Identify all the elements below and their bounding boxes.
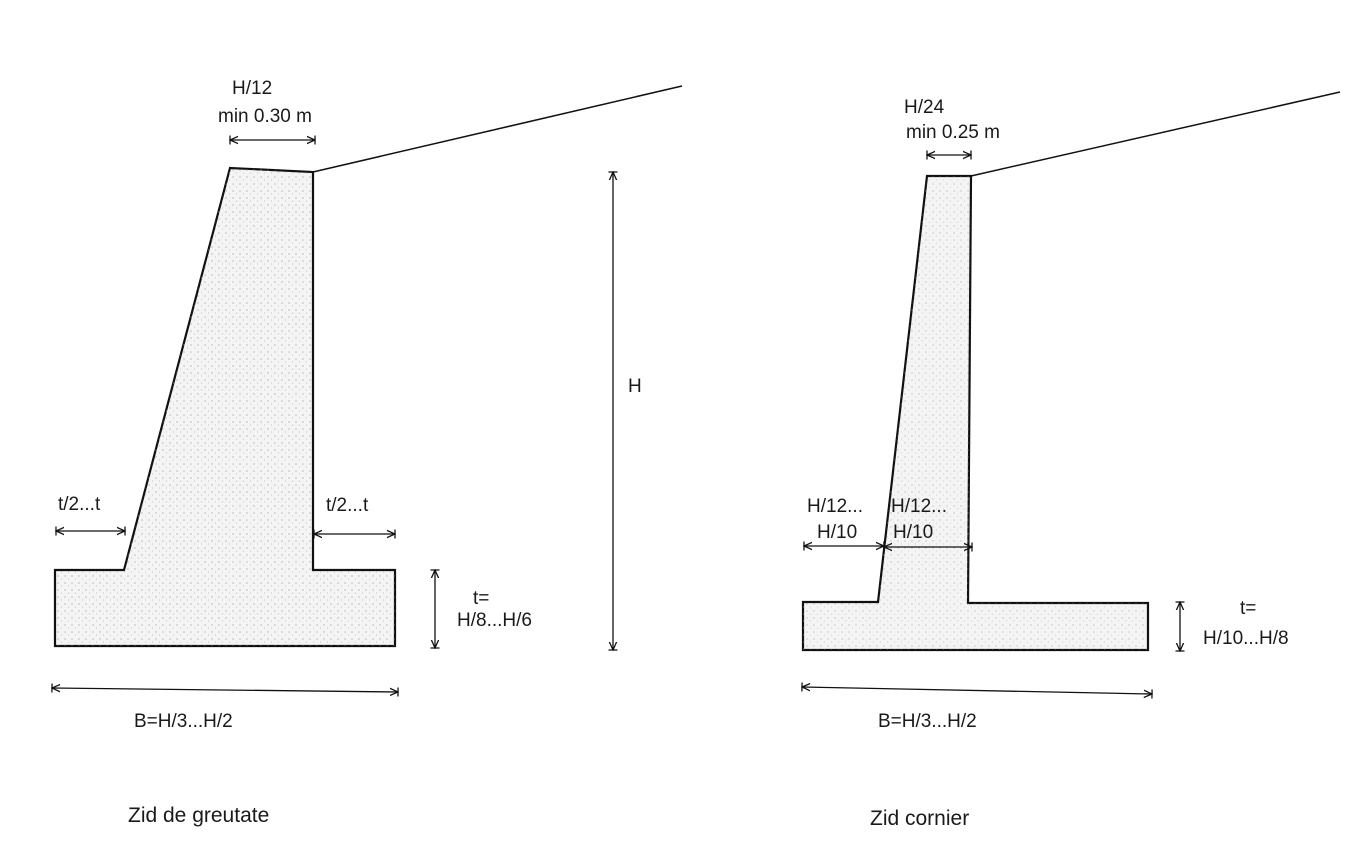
cantilever-top-width-min-label: min 0.25 m	[906, 122, 1000, 143]
cantilever-wall-concrete-texture	[803, 176, 1148, 650]
cantilever-wall-caption: Zid cornier	[870, 807, 969, 830]
cantilever-base-thickness-label-2: H/10...H/8	[1203, 628, 1289, 649]
cantilever-base-width-dimension	[802, 687, 1152, 694]
gravity-base-thickness-label-1: t=	[473, 588, 489, 609]
gravity-base-width-label: B=H/3...H/2	[134, 711, 233, 732]
cantilever-stem-label-2: H/10	[893, 522, 933, 543]
gravity-wall-concrete-texture	[55, 168, 395, 646]
gravity-backfill-slope	[312, 85, 683, 173]
cantilever-backfill-slope	[970, 91, 1341, 177]
gravity-wall: H/12 min 0.30 m H t/2...t t/2...t t= H/8…	[52, 78, 683, 827]
cantilever-top-width-label: H/24	[904, 97, 945, 118]
cantilever-base-thickness-label-1: t=	[1240, 598, 1256, 619]
gravity-wall-caption: Zid de greutate	[128, 804, 269, 827]
cantilever-toe-label-2: H/10	[817, 522, 857, 543]
gravity-toe-label: t/2...t	[58, 494, 101, 515]
gravity-base-thickness-label-2: H/8...H/6	[457, 610, 532, 631]
cantilever-wall-section	[801, 174, 1150, 652]
gravity-heel-label: t/2...t	[326, 495, 369, 516]
cantilever-wall: H/24 min 0.25 m H/12... H/10 H/12... H/1…	[801, 91, 1341, 830]
cantilever-toe-label-1: H/12...	[807, 496, 863, 517]
gravity-base-width-dimension	[52, 688, 398, 692]
cantilever-stem-label-1: H/12...	[891, 496, 947, 517]
cantilever-base-width-label: B=H/3...H/2	[878, 711, 977, 732]
gravity-top-width-label: H/12	[232, 78, 272, 99]
gravity-top-width-min-label: min 0.30 m	[218, 106, 312, 127]
gravity-height-label: H	[628, 376, 642, 397]
